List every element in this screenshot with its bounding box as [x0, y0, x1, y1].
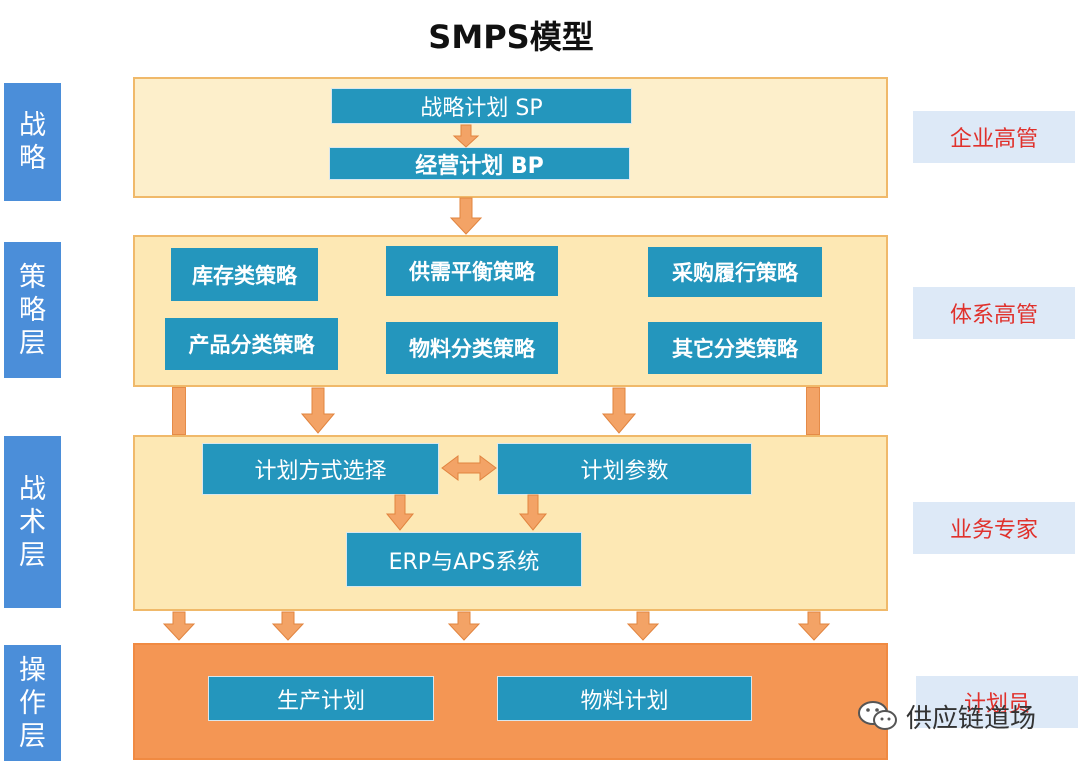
arrow-tactics-to-operation-1-icon — [162, 611, 196, 641]
arrow-strategy-to-policy-icon — [449, 197, 483, 235]
product-classification-policy-box: 产品分类策略 — [165, 318, 338, 370]
business-plan-box: 经营计划 BP — [329, 147, 630, 180]
arrow-tactics-to-operation-2-icon — [271, 611, 305, 641]
other-classification-policy-box: 其它分类策略 — [648, 322, 822, 374]
arrow-policy-to-tactics-2-icon — [601, 387, 637, 434]
arrow-params-to-system-icon — [518, 494, 548, 531]
double-arrow-icon — [441, 455, 497, 481]
role-label-policy: 体系高管 — [913, 287, 1075, 339]
page-title: SMPS模型 — [428, 18, 594, 56]
arrow-tactics-to-operation-5-icon — [797, 611, 831, 641]
layer-label-operation: 操作层 — [4, 645, 61, 761]
layer-label-strategy: 战略 — [4, 83, 61, 201]
plan-method-box: 计划方式选择 — [202, 443, 439, 495]
supply-demand-policy-box: 供需平衡策略 — [386, 246, 558, 296]
production-plan-box: 生产计划 — [208, 676, 434, 721]
role-label-tactics: 业务专家 — [913, 502, 1075, 554]
arrow-policy-to-tactics-1-icon — [300, 387, 336, 434]
wechat-icon — [858, 701, 897, 730]
purchase-policy-box: 采购履行策略 — [648, 247, 822, 297]
role-label-operation: 计划员 — [916, 676, 1078, 728]
role-label-strategy: 企业高管 — [913, 111, 1075, 163]
inventory-policy-box: 库存类策略 — [171, 248, 318, 301]
erp-aps-system-box: ERP与APS系统 — [346, 532, 582, 587]
strategic-plan-box: 战略计划 SP — [331, 88, 632, 124]
layer-label-tactics: 战术层 — [4, 436, 61, 608]
arrow-tactics-to-operation-3-icon — [447, 611, 481, 641]
arrow-sp-to-bp-icon — [452, 124, 480, 148]
watermark: 供应链道场 — [856, 696, 1036, 736]
layer-label-policy: 策略层 — [4, 242, 61, 378]
material-plan-box: 物料计划 — [497, 676, 752, 721]
material-classification-policy-box: 物料分类策略 — [386, 322, 558, 374]
connector-bar-left — [172, 387, 186, 435]
arrow-tactics-to-operation-4-icon — [626, 611, 660, 641]
arrow-method-to-system-icon — [385, 494, 415, 531]
connector-bar-right — [806, 387, 820, 435]
watermark-text: 供应链道场 — [906, 703, 1037, 734]
plan-parameters-box: 计划参数 — [497, 443, 752, 495]
